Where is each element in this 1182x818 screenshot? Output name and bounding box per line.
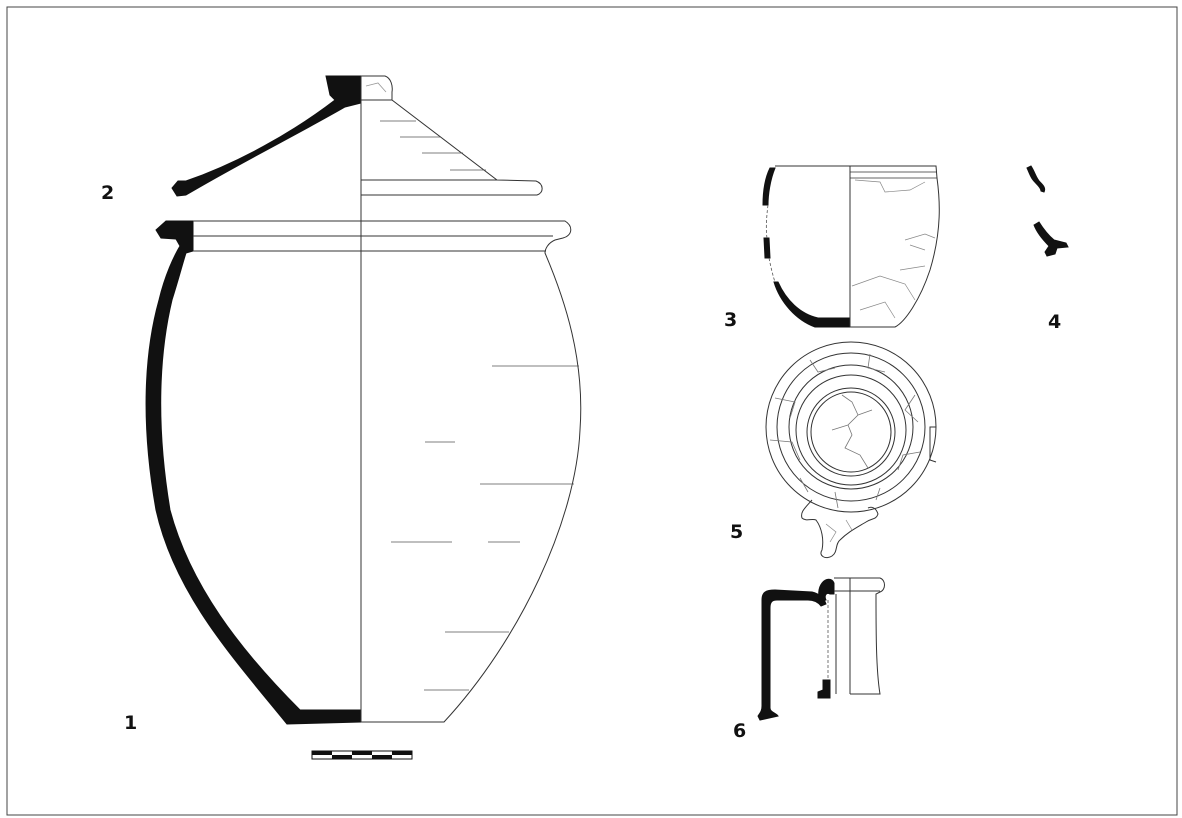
lid-exterior — [361, 75, 543, 196]
scale-bar-segment-black — [332, 755, 352, 759]
figure-number-4: 4 — [1048, 311, 1062, 333]
lamp-outer-rim — [765, 341, 937, 513]
lamp-discus-ring — [806, 387, 896, 477]
lamp-shoulder-ring — [776, 352, 926, 502]
jug-base-section — [817, 679, 831, 699]
scale-bar-segment-black — [392, 751, 412, 755]
lamp-fracture-lines — [769, 353, 921, 509]
vessel-4-fragments — [1026, 165, 1069, 257]
figure-number-2: 2 — [101, 182, 115, 204]
scale-bar-segment-black — [352, 751, 372, 755]
cup-profile-section-mid — [763, 237, 771, 259]
figure-number-6: 6 — [733, 720, 747, 742]
lamp-nozzle-detail — [825, 519, 853, 543]
lamp-shoulder-ring — [788, 364, 914, 490]
figure-number-1: 1 — [124, 712, 138, 734]
jar-exterior-outline — [193, 220, 582, 723]
vessel-2-lid — [171, 75, 543, 197]
scale-bar-segment-black — [312, 751, 332, 755]
lamp-rim-break — [929, 426, 937, 463]
vessel-3-cup — [762, 165, 940, 328]
plate-border — [6, 6, 1178, 816]
cup-profile-reconstructed — [765, 204, 776, 283]
lamp-discus-ring — [795, 374, 907, 486]
vessel-1-jar — [145, 76, 582, 725]
lid-knob-fracture — [365, 82, 387, 93]
scale-bar — [311, 750, 413, 760]
lamp-discus-ring — [810, 391, 892, 473]
jug-exterior-outline — [834, 577, 885, 695]
cup-fracture-lines — [851, 179, 936, 319]
fragment-lower — [1033, 221, 1069, 257]
cup-exterior-outline — [775, 165, 940, 328]
figure-number-3: 3 — [724, 309, 738, 331]
scale-bar-segment-black — [372, 755, 392, 759]
lamp-nozzle — [801, 499, 879, 559]
cup-profile-section-lower — [773, 281, 851, 328]
vessel-5-lamp — [765, 341, 937, 559]
jar-profile-section — [145, 220, 362, 725]
jug-rim-section — [818, 578, 835, 603]
vessel-6-jug — [757, 577, 885, 721]
lid-profile-section — [171, 75, 362, 197]
cup-profile-section-upper — [762, 167, 776, 206]
figure-number-5: 5 — [730, 521, 744, 543]
fragment-upper — [1026, 165, 1046, 193]
jug-handle-section — [757, 589, 827, 721]
